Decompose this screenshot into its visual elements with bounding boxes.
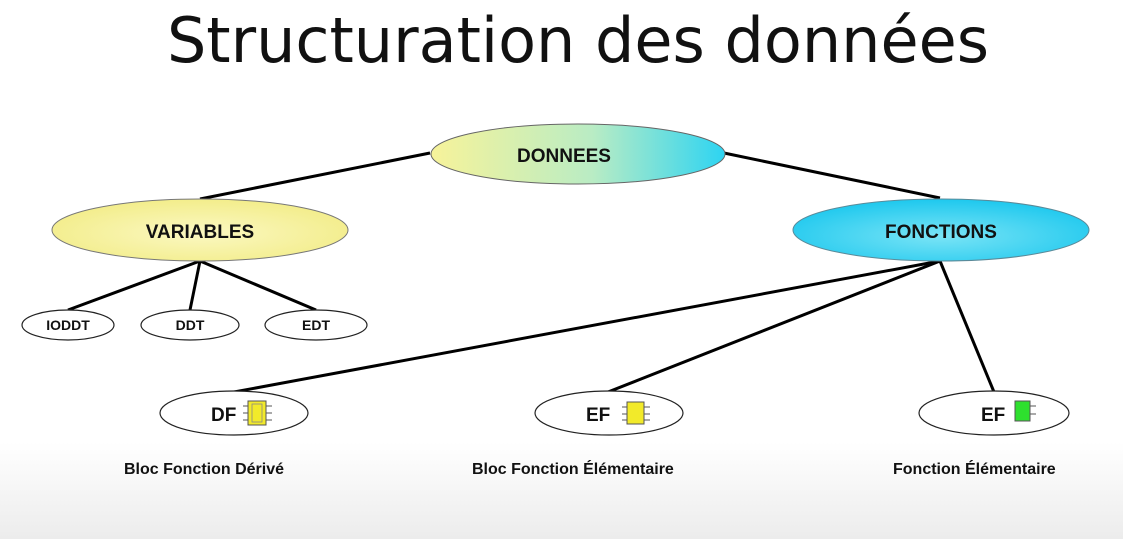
node-dfb: DF [159, 390, 309, 436]
edge-fonctions-ef [938, 260, 996, 393]
node-variables: VARIABLES [51, 198, 349, 262]
node-dfb-label: DF [211, 405, 236, 426]
connectors [67, 151, 996, 394]
page-title: Structuration des données [166, 4, 990, 77]
efb-block-icon [622, 401, 650, 425]
edge-variables-edt [199, 259, 317, 312]
ef-block-icon [1014, 400, 1036, 422]
caption-ef: Fonction Élémentaire [893, 461, 1056, 478]
node-ef: EF [918, 390, 1070, 436]
edge-variables-ddt [188, 260, 202, 311]
node-donnees-label: DONNEES [517, 146, 611, 167]
node-efb: EF [534, 390, 684, 436]
node-fonctions-label: FONCTIONS [885, 222, 997, 243]
node-ioddt-label: IODDT [46, 317, 90, 333]
node-ioddt: IODDT [21, 309, 115, 341]
node-efb-label: EF [586, 405, 610, 426]
dfb-block-icon [243, 400, 272, 426]
node-variables-label: VARIABLES [146, 222, 254, 243]
node-edt: EDT [264, 309, 368, 341]
edge-root-fonctions [723, 151, 941, 200]
node-edt-label: EDT [302, 317, 330, 333]
caption-efb: Bloc Fonction Élémentaire [472, 461, 674, 478]
node-ddt: DDT [140, 309, 240, 341]
edge-root-variables [199, 151, 431, 201]
node-fonctions: FONCTIONS [792, 198, 1090, 262]
caption-dfb: Bloc Fonction Dérivé [124, 461, 285, 478]
node-ddt-label: DDT [176, 317, 205, 333]
edge-fonctions-efb [607, 259, 941, 394]
node-ef-label: EF [981, 405, 1005, 426]
edge-variables-ioddt [67, 259, 201, 312]
edge-fonctions-dfb [233, 259, 941, 394]
node-donnees: DONNEES [430, 123, 726, 185]
